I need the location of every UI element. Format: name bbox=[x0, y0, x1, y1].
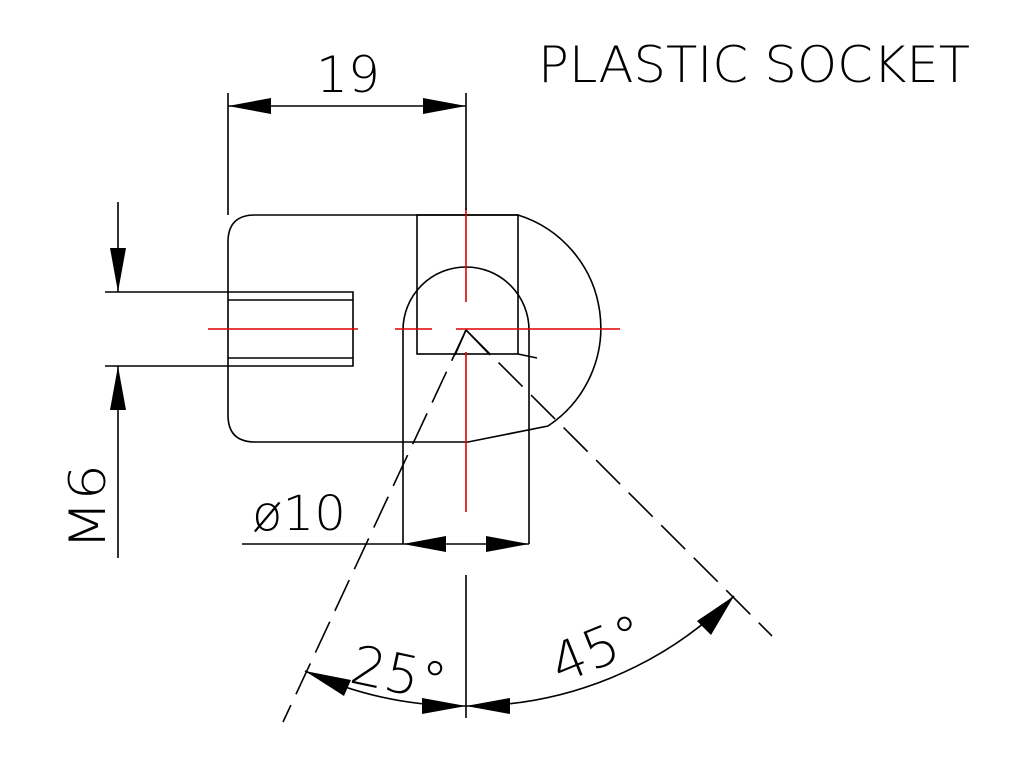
slot-edge bbox=[517, 353, 538, 359]
angle-construction bbox=[282, 329, 773, 723]
arrow-diameter-right bbox=[486, 536, 529, 552]
thread-label: M6 bbox=[59, 464, 117, 550]
arrow-angle-left-end bbox=[305, 671, 351, 696]
arrow-angle-right-center bbox=[466, 698, 510, 714]
arrow-thread-bottom bbox=[110, 366, 126, 410]
angle-ray-right bbox=[465, 329, 773, 637]
drawing-title: PLASTIC SOCKET bbox=[538, 36, 970, 94]
dimension-diameter: ø10 bbox=[242, 486, 529, 552]
arrow-thread-top bbox=[110, 248, 126, 292]
centerlines bbox=[208, 208, 620, 512]
angle-left-label: 25° bbox=[345, 633, 452, 715]
arrow-diameter-left bbox=[403, 536, 446, 552]
dimension-angles: 25° 45° bbox=[304, 595, 735, 715]
width-label: 19 bbox=[316, 46, 380, 104]
arrow-width-right bbox=[423, 98, 466, 114]
arrow-angle-left-center bbox=[422, 698, 466, 714]
diameter-label: ø10 bbox=[252, 486, 346, 542]
angle-ray-left bbox=[282, 329, 467, 723]
angle-right-label: 45° bbox=[541, 602, 653, 696]
socket-slot bbox=[416, 214, 519, 355]
body-outline bbox=[227, 214, 602, 443]
dimension-thread: M6 bbox=[59, 202, 228, 558]
dimension-width: 19 bbox=[227, 46, 467, 215]
socket-body bbox=[227, 214, 602, 544]
arrow-width-left bbox=[228, 98, 271, 114]
arrow-angle-right-end bbox=[697, 596, 734, 635]
